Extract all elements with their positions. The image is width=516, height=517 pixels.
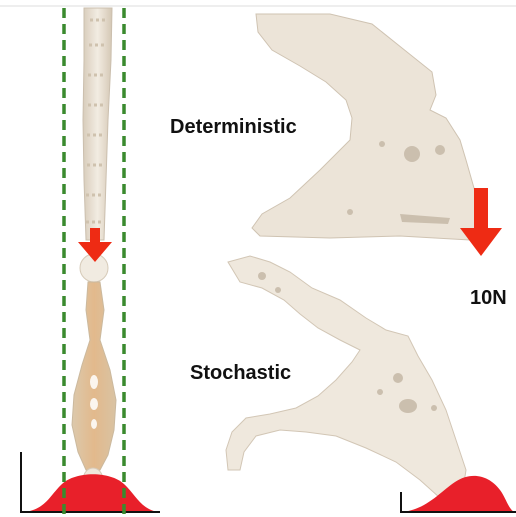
- sto-hole-1: [258, 272, 266, 280]
- deterministic-label: Deterministic: [170, 116, 297, 139]
- lower-hole-1: [90, 375, 98, 389]
- stochastic-label: Stochastic: [190, 362, 291, 385]
- sto-hole-5: [377, 389, 383, 395]
- sto-hole-4: [399, 399, 417, 413]
- det-hole-4: [347, 209, 353, 215]
- sto-hole-3: [393, 373, 403, 383]
- det-hole-3: [379, 141, 385, 147]
- left-distribution-curve: [22, 474, 160, 512]
- det-hole-2: [435, 145, 445, 155]
- lower-hole-2: [90, 398, 98, 410]
- det-hole-1: [404, 146, 420, 162]
- right-distribution-curve: [400, 476, 514, 512]
- upper-shaft: [83, 8, 112, 240]
- force-label: 10N: [470, 287, 507, 310]
- down-arrow-icon: [78, 228, 112, 262]
- sto-hole-2: [275, 287, 281, 293]
- sto-hole-6: [431, 405, 437, 411]
- lower-hole-3: [91, 419, 97, 429]
